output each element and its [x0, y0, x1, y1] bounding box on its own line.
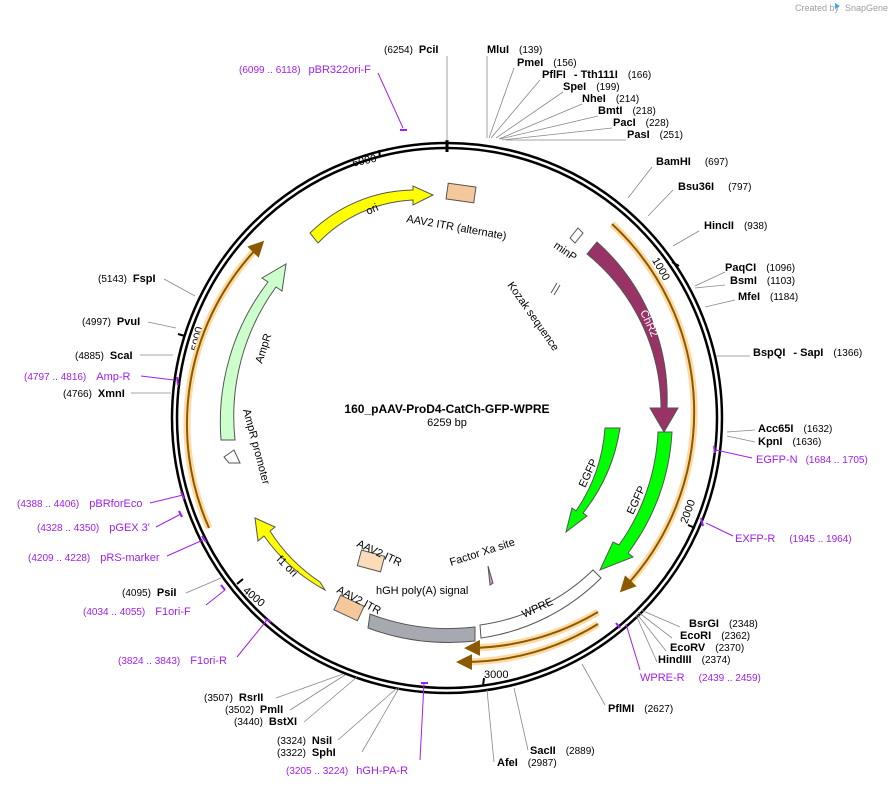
site-rsrii: (3507)RsrII — [204, 692, 263, 704]
primer-f1ori-f: (4034 .. 4055)F1ori-F — [83, 606, 191, 618]
site-hincii: HincII(938) — [704, 220, 767, 232]
feature-f1ori — [254, 517, 327, 592]
primer-pgex3: (4328 .. 4350)pGEX 3' — [37, 522, 150, 534]
site-ecorv: EcoRV(2370) — [670, 642, 744, 654]
site-ecori: EcoRI(2362) — [680, 630, 750, 642]
feature-hgh-polya — [367, 613, 476, 643]
primer-pbr322ori-f: (6099 .. 6118)pBR322ori-F — [239, 64, 371, 76]
feature-egfp-inner — [565, 427, 621, 534]
site-paci: PacI(228) — [613, 117, 669, 129]
site-sacii: SacII(2889) — [530, 745, 595, 757]
site-mfei: MfeI(1184) — [738, 291, 798, 303]
primer-hgh-pa-r: (3205 .. 3224)hGH-PA-R — [286, 765, 408, 777]
feature-aav2-itr-alt — [445, 182, 477, 204]
feature-label-ampr: AmpR — [253, 332, 274, 365]
site-pvui: (4997)PvuI — [82, 316, 140, 328]
primer-prs-marker: (4209 .. 4228)pRS-marker — [28, 552, 160, 564]
feature-aav2-itr-2 — [333, 594, 365, 622]
feature-label-ori: ori — [364, 202, 380, 218]
plasmid-name: 160_pAAV-ProD4-CatCh-GFP-WPRE — [344, 402, 549, 416]
site-pmli: (3502)PmlI — [225, 704, 283, 716]
site-acc65i: Acc65I(1632) — [758, 423, 832, 435]
orf-arcs — [183, 221, 698, 671]
site-pasi: PasI(251) — [627, 129, 683, 141]
feature-label-factor-xa: Factor Xa site — [448, 536, 516, 568]
site-paqci: PaqCI(1096) — [725, 262, 795, 274]
site-mlui: MluI(139) — [487, 44, 542, 56]
primer-wpre-r: WPRE-R(2439 .. 2459) — [640, 672, 761, 684]
site-bstxi: (3440)BstXI — [234, 716, 297, 728]
feature-wpre — [479, 569, 602, 639]
feature-ampr-promoter — [223, 449, 241, 464]
snapgene-logo: SnapGene — [835, 3, 888, 13]
site-xmni: (4766)XmnI — [63, 388, 125, 400]
feature-label-f1ori: f1 ori — [274, 554, 300, 580]
feature-egfp-outer — [599, 431, 673, 571]
primer-pbrforeco: (4388 .. 4406)pBRforEco — [17, 498, 142, 510]
primer-amp-r: (4797 .. 4816)Amp-R — [24, 371, 131, 383]
feature-ampr — [219, 263, 287, 441]
primer-exfp-r: EXFP-R(1945 .. 1964) — [735, 533, 852, 545]
primer-labels: (6099 .. 6118)pBR322ori-F EGFP-N(1684 ..… — [17, 64, 868, 777]
feature-label-aav2-itr-alt: AAV2 ITR (alternate) — [405, 213, 507, 242]
site-bsmi: BsmI(1103) — [730, 275, 795, 287]
site-pflmi: PflMI(2627) — [608, 703, 673, 715]
feature-label-hgh-polya: hGH poly(A) signal — [376, 585, 468, 597]
primer-marks — [140, 72, 753, 761]
feature-kozak — [550, 282, 561, 296]
snapgene-name: SnapGene — [845, 3, 888, 13]
site-leader-lines — [131, 56, 756, 763]
feature-ori — [309, 185, 435, 244]
site-afei: AfeI(2987) — [497, 757, 557, 769]
feature-factor-xa — [487, 565, 494, 586]
tick-3000: 3000 — [484, 669, 508, 681]
site-pcii: (6254)PciI — [384, 44, 438, 56]
primer-f1ori-r: (3824 .. 3843)F1ori-R — [118, 655, 227, 667]
plasmid-size: 6259 bp — [427, 417, 467, 429]
site-pmei: PmeI(156) — [517, 57, 577, 69]
site-sphi: (3322)SphI — [277, 747, 336, 759]
credit-text: Created by — [795, 3, 840, 13]
site-hindiii: HindIII(2374) — [658, 654, 731, 666]
tick-6000: 6000 — [351, 153, 377, 170]
site-nsii: (3324)NsiI — [277, 735, 332, 747]
site-kpni: KpnI(1636) — [758, 436, 821, 448]
site-pflfi-tth111i: PflFI- Tth111I(166) — [542, 69, 651, 81]
feature-label-chr2: ChR2 — [637, 308, 660, 339]
site-spei: SpeI(199) — [563, 81, 620, 93]
site-scai: (4885)ScaI — [75, 350, 133, 362]
site-bamhi: BamHI(697) — [656, 156, 728, 168]
site-nhei: NheI(214) — [582, 93, 639, 105]
site-psii: (4095)PsiI — [122, 587, 176, 599]
feature-aav2-itr-1 — [356, 549, 386, 573]
site-bsrgi: BsrGI(2348) — [689, 618, 758, 630]
primer-egfp-n: EGFP-N(1684 .. 1705) — [756, 454, 868, 466]
site-bspqi-sapi: BspQI- SapI(1366) — [753, 347, 862, 359]
site-fspi: (5143)FspI — [98, 273, 156, 285]
feature-label-ampr-promoter: AmpR promoter — [240, 408, 272, 486]
site-labels: (6254)PciI MluI(139) PmeI(156) PflFI- Tt… — [63, 44, 862, 769]
site-bmti: BmtI(218) — [598, 105, 656, 117]
feature-minp — [569, 227, 584, 244]
site-bsu36i: Bsu36I(797) — [678, 181, 751, 193]
